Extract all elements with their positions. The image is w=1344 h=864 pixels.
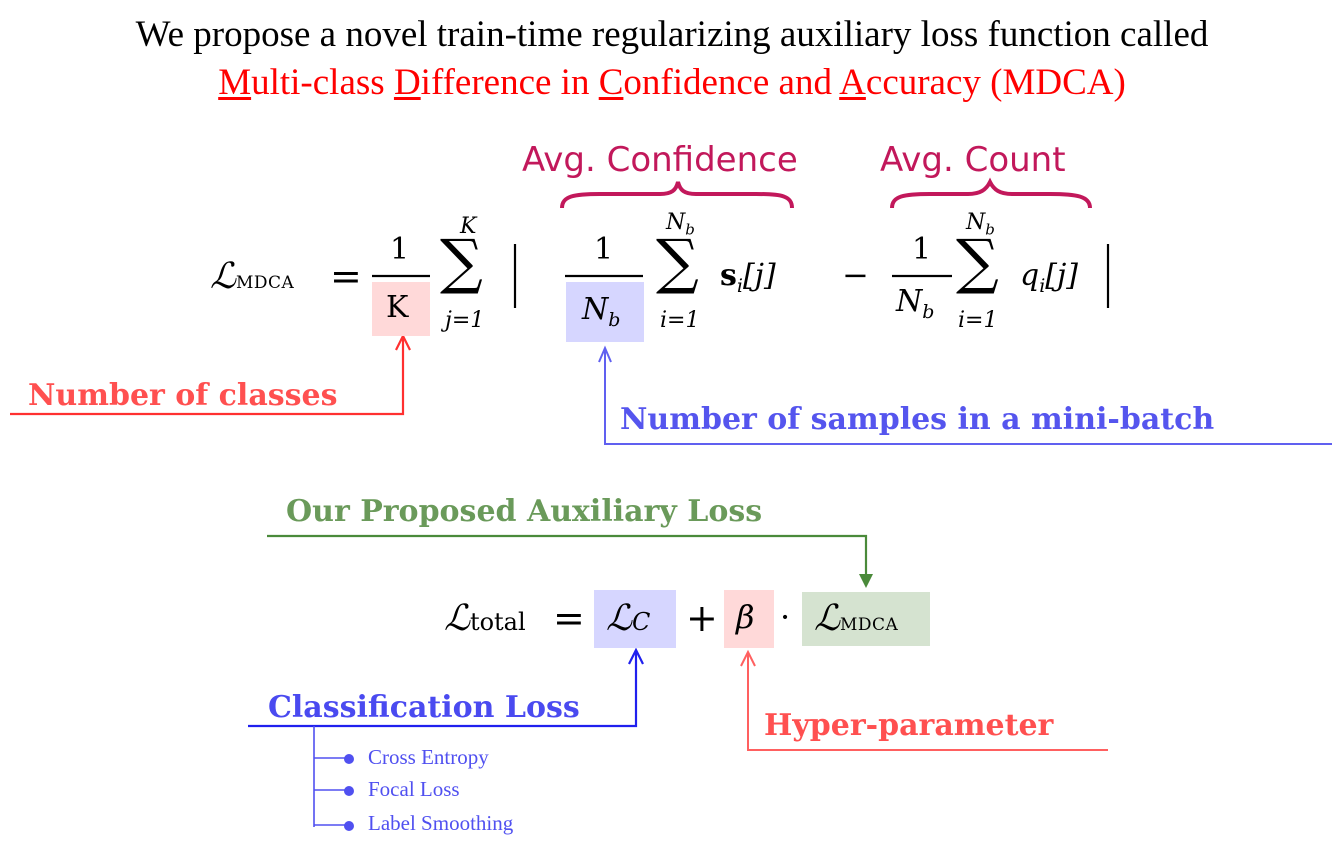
lhs-mdca: ℒMDCA (210, 256, 295, 297)
hyper-parameter-arrowhead (740, 649, 756, 667)
sum3-sigma: ∑ (956, 227, 999, 297)
bullet-icon (344, 754, 354, 764)
loss-item-cross-entropy: Cross Entropy (368, 745, 489, 769)
num-classes-connector (10, 338, 405, 416)
frac1-denominator: K (386, 290, 409, 325)
classification-loss-arrowhead (628, 647, 644, 665)
proposed-loss-arrowhead (859, 574, 873, 588)
num-classes-annotation: Number of classes (28, 378, 338, 413)
title-part-c: Confidence and (598, 62, 840, 103)
sum2-upper: Nb (666, 210, 695, 239)
loss-item-focal-loss: Focal Loss (368, 777, 460, 801)
proposed-loss-connector (267, 534, 868, 584)
mdca-highlight-box (802, 592, 930, 646)
sum1-lower: j=1 (445, 308, 485, 333)
proposed-loss-annotation: Our Proposed Auxiliary Loss (286, 494, 763, 529)
dot-operator: · (780, 598, 791, 636)
count-term: qi[j] (1020, 258, 1079, 297)
plus-sign: + (686, 596, 718, 640)
classification-loss-annotation: Classification Loss (268, 690, 580, 725)
title-part-m: Multi-class (218, 62, 394, 103)
bullet-icon (344, 786, 354, 796)
brace-count (890, 177, 1092, 209)
frac2-numerator: 1 (594, 232, 614, 267)
beta-symbol: β (736, 598, 755, 636)
confidence-term: si[j] (720, 258, 776, 297)
nb-highlight-box (566, 282, 644, 342)
lc-highlight-box (594, 590, 676, 648)
title-line-1: We propose a novel train-time regularizi… (135, 14, 1209, 55)
title-part-a: Accuracy (MDCA) (839, 62, 1126, 103)
num-classes-arrowhead (395, 333, 411, 351)
num-samples-annotation: Number of samples in a mini-batch (620, 402, 1215, 437)
title-line-2: Multi-class Difference in Confidence and… (0, 62, 1344, 104)
frac3-denominator: Nb (896, 284, 935, 323)
equals-sign: = (330, 254, 362, 298)
frac3-numerator: 1 (912, 232, 932, 267)
loss-item-label-smoothing: Label Smoothing (368, 811, 514, 835)
minus-sign: − (842, 256, 869, 294)
frac1-numerator: 1 (390, 232, 410, 267)
hyper-parameter-annotation: Hyper-parameter (764, 708, 1054, 743)
hyper-parameter-connector (747, 654, 1108, 751)
classification-loss-connector (248, 652, 638, 728)
lc-term: ℒC (606, 598, 651, 639)
avg-confidence-label: Avg. Confidence (522, 140, 798, 180)
bullet-icon (344, 821, 354, 831)
mdca-term: ℒMDCA (814, 598, 899, 639)
total-equals-sign: = (553, 596, 585, 640)
sum3-upper: Nb (966, 210, 995, 239)
sum3-lower: i=1 (958, 308, 998, 333)
sum2-sigma: ∑ (656, 227, 699, 297)
num-samples-connector (604, 350, 1332, 445)
brace-confidence (560, 181, 794, 209)
sum1-upper: K (460, 214, 477, 239)
beta-highlight-box (724, 590, 774, 648)
sum2-lower: i=1 (660, 308, 700, 333)
sum1-sigma: ∑ (440, 227, 483, 297)
num-samples-arrowhead (598, 345, 612, 363)
title-part-d: Difference in (393, 62, 599, 103)
avg-count-label: Avg. Count (880, 140, 1066, 180)
k-highlight-box (372, 282, 430, 336)
lhs-total: ℒtotal (444, 598, 526, 639)
frac2-denominator: Nb (582, 292, 621, 331)
